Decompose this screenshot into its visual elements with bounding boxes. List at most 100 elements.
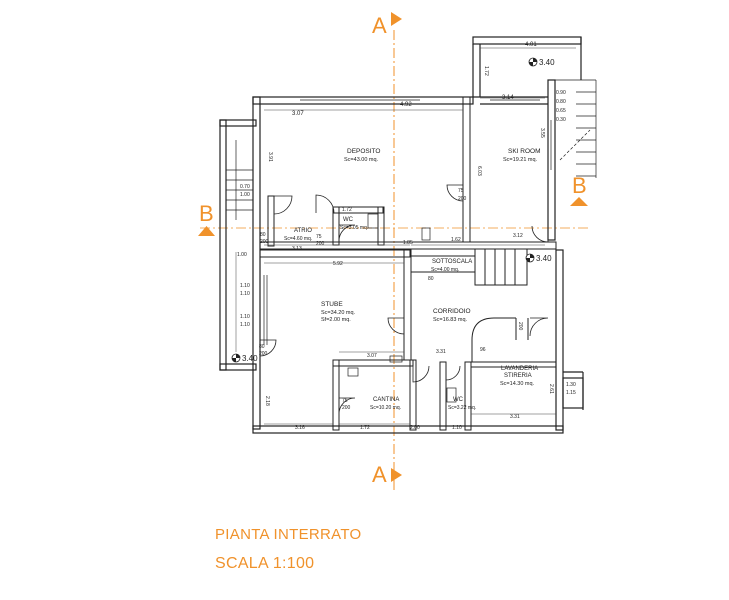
svg-text:75: 75 [342, 398, 348, 404]
svg-text:1.00: 1.00 [240, 192, 250, 198]
svg-text:Sc=4.60 mq.: Sc=4.60 mq. [284, 236, 312, 242]
fixtures [347, 213, 457, 403]
room-wc-top: WC Sc=3.05 mq. [340, 217, 368, 231]
svg-text:B: B [199, 201, 214, 226]
svg-text:1.10: 1.10 [240, 322, 250, 328]
svg-text:B: B [572, 173, 587, 198]
section-marker-a-bottom: A [372, 462, 402, 487]
svg-text:SOTTOSCALA: SOTTOSCALA [432, 259, 472, 265]
svg-text:2.00: 2.00 [410, 425, 420, 431]
left-stairs [226, 140, 253, 220]
svg-text:1.85: 1.85 [403, 240, 413, 246]
dimension-labels: 4.01 1.72 3.07 4.92 3.14 0.90 0.80 0.65 … [237, 42, 576, 431]
svg-text:Sc=10.20 mq.: Sc=10.20 mq. [370, 405, 401, 411]
svg-text:3.40: 3.40 [539, 58, 555, 67]
svg-text:A: A [372, 13, 387, 38]
room-lavanderia: LAVANDERIA STIRERIA Sc=14.30 mq. [500, 366, 538, 387]
doors [259, 184, 549, 415]
svg-text:3.16: 3.16 [295, 425, 305, 431]
svg-text:2.18: 2.18 [264, 396, 270, 406]
svg-text:ATRIO: ATRIO [294, 228, 312, 234]
room-corridoio: CORRIDOIO Sc=16.83 mq. [433, 308, 471, 323]
svg-text:3.55: 3.55 [539, 128, 545, 138]
plan-scale: SCALA 1:100 [215, 555, 315, 572]
svg-text:200: 200 [342, 405, 351, 411]
svg-text:A: A [372, 462, 387, 487]
svg-text:4.92: 4.92 [400, 102, 412, 108]
svg-text:1.00: 1.00 [237, 252, 247, 258]
svg-text:3.14: 3.14 [502, 95, 514, 101]
svg-text:1.30: 1.30 [566, 382, 576, 388]
svg-text:DEPOSITO: DEPOSITO [347, 148, 380, 155]
room-stube: STUBE Sc=34.20 mq. Sf=2.00 mq. [321, 301, 356, 323]
svg-text:80: 80 [259, 344, 265, 350]
room-ski-room: SKI ROOM Sc=19.21 mq. [503, 148, 541, 163]
section-marker-a-top: A [372, 12, 402, 38]
svg-text:1.10: 1.10 [240, 291, 250, 297]
svg-text:200: 200 [259, 351, 268, 357]
interior-walls [259, 96, 557, 431]
dimension-lines [235, 47, 576, 425]
svg-text:1.10: 1.10 [452, 425, 462, 431]
svg-text:75: 75 [458, 188, 464, 194]
svg-text:1.72: 1.72 [342, 207, 352, 213]
svg-text:80: 80 [428, 276, 434, 282]
svg-text:3.91: 3.91 [267, 152, 273, 162]
svg-text:3.07: 3.07 [367, 353, 377, 359]
windows [263, 99, 552, 345]
svg-text:200: 200 [517, 322, 523, 331]
svg-text:0.30: 0.30 [556, 117, 566, 123]
svg-text:0.70: 0.70 [240, 184, 250, 190]
svg-text:80: 80 [260, 232, 266, 238]
svg-text:STUBE: STUBE [321, 301, 343, 308]
level-marker-2: 3.40 [525, 253, 552, 263]
section-marker-b-left: B [198, 201, 215, 236]
svg-text:2.61: 2.61 [548, 384, 554, 394]
svg-text:96: 96 [480, 347, 486, 353]
svg-text:75: 75 [316, 234, 322, 240]
room-deposito: DEPOSITO Sc=43.00 mq. [344, 148, 380, 163]
svg-text:200: 200 [316, 241, 325, 247]
room-wc-bottom: WC Sc=3.22 mq. [448, 397, 476, 411]
svg-text:Sc=4.00 mq.: Sc=4.00 mq. [431, 267, 459, 273]
svg-text:Sc=34.20 mq.: Sc=34.20 mq. [321, 310, 356, 316]
svg-text:Sc=43.00 mq.: Sc=43.00 mq. [344, 157, 379, 163]
svg-text:Sc=19.21 mq.: Sc=19.21 mq. [503, 157, 538, 163]
svg-text:3.07: 3.07 [292, 111, 304, 117]
section-marker-b-right: B [570, 173, 588, 206]
svg-text:0.80: 0.80 [556, 99, 566, 105]
level-marker-3: 3.40 [231, 353, 258, 363]
svg-text:STIRERIA: STIRERIA [504, 373, 532, 379]
svg-text:0.65: 0.65 [556, 108, 566, 114]
svg-text:Sc=14.30 mq.: Sc=14.30 mq. [500, 381, 535, 387]
svg-text:WC: WC [453, 397, 464, 403]
svg-text:3.12: 3.12 [513, 233, 523, 239]
svg-text:CORRIDOIO: CORRIDOIO [433, 308, 471, 315]
svg-text:3.40: 3.40 [536, 254, 552, 263]
svg-text:5.92: 5.92 [333, 261, 343, 267]
svg-text:Sc=3.22 mq.: Sc=3.22 mq. [448, 405, 476, 411]
svg-text:Sc=3.05 mq.: Sc=3.05 mq. [340, 225, 368, 231]
svg-text:6.03: 6.03 [476, 166, 482, 176]
svg-text:Sf=2.00 mq.: Sf=2.00 mq. [321, 317, 351, 323]
svg-text:1.62: 1.62 [451, 237, 461, 243]
exterior-stairs [555, 79, 597, 178]
svg-text:3.31: 3.31 [436, 349, 446, 355]
plan-title: PIANTA INTERRATO [215, 526, 362, 543]
svg-text:CANTINA: CANTINA [373, 397, 399, 403]
outer-walls [219, 36, 584, 434]
svg-text:1.10: 1.10 [240, 283, 250, 289]
svg-text:Sc=16.83 mq.: Sc=16.83 mq. [433, 317, 468, 323]
svg-text:1.15: 1.15 [566, 390, 576, 396]
room-cantina: CANTINA Sc=10.20 mq. [370, 397, 401, 411]
svg-text:LAVANDERIA: LAVANDERIA [501, 366, 538, 372]
svg-text:3.13: 3.13 [292, 246, 302, 252]
svg-text:3.40: 3.40 [242, 354, 258, 363]
room-atrio: ATRIO Sc=4.60 mq. [284, 228, 312, 242]
svg-text:SKI ROOM: SKI ROOM [508, 148, 541, 155]
svg-text:0.90: 0.90 [556, 90, 566, 96]
svg-text:3.31: 3.31 [510, 414, 520, 420]
level-marker-1: 3.40 [528, 57, 555, 67]
svg-text:200: 200 [260, 239, 269, 245]
